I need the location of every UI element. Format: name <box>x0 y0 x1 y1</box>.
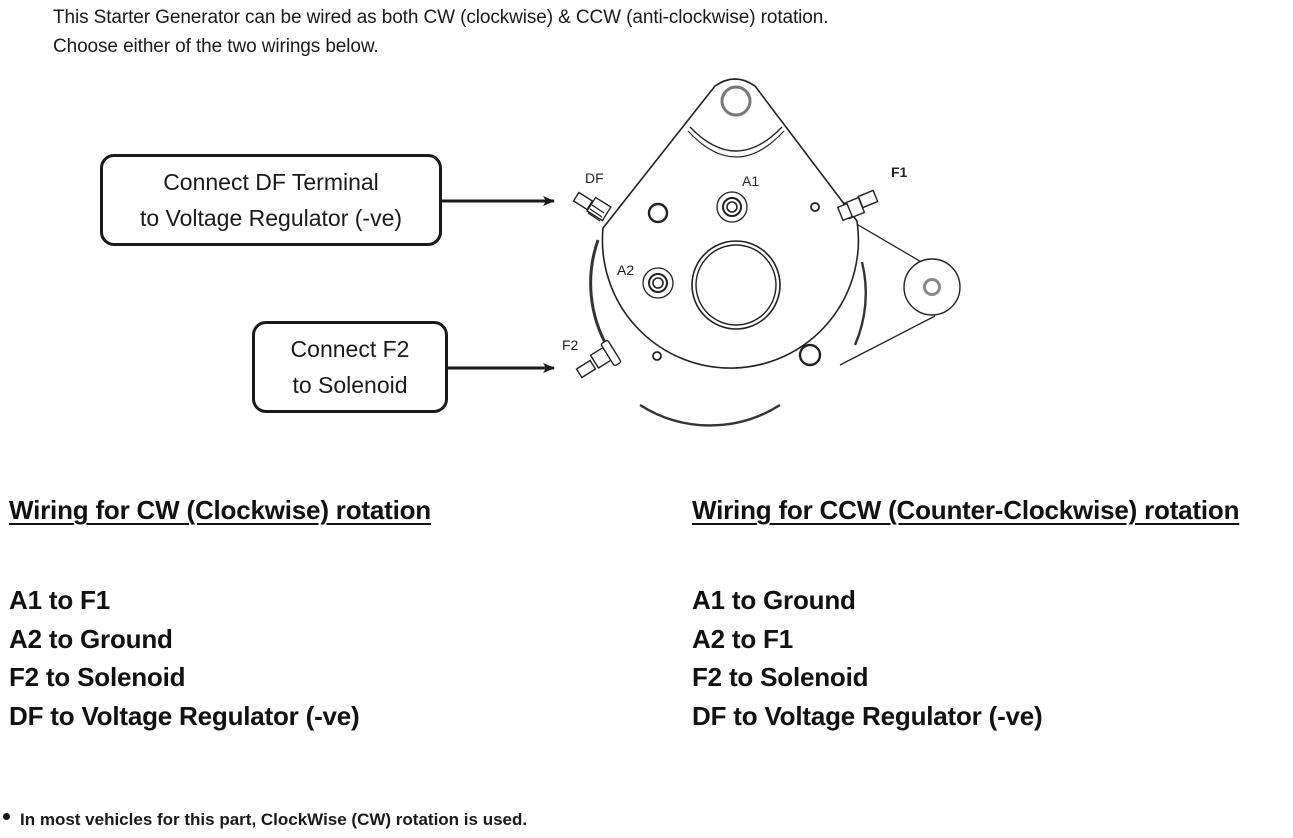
callout-f2-terminal: Connect F2 to Solenoid <box>252 321 448 413</box>
cw-wiring-list: A1 to F1 A2 to Ground F2 to Solenoid DF … <box>9 581 360 735</box>
label-a2: A2 <box>617 262 634 278</box>
intro-line-1: This Starter Generator can be wired as b… <box>53 7 829 28</box>
ccw-item: F2 to Solenoid <box>692 662 869 692</box>
bullet-icon <box>3 813 10 820</box>
terminal-a1 <box>716 191 748 223</box>
terminal-f2 <box>575 339 622 379</box>
generator-housing <box>589 78 961 427</box>
label-f1: F1 <box>891 164 908 180</box>
callout-df-line-2: to Voltage Regulator (-ve) <box>139 205 403 231</box>
cw-item: A2 to Ground <box>9 623 173 654</box>
label-df: DF <box>585 170 604 186</box>
cw-item: A1 to F1 <box>9 585 110 615</box>
terminal-a2 <box>642 267 674 299</box>
cw-wiring-section: Wiring for CW (Clockwise) rotation A1 to… <box>9 495 431 731</box>
callout-df-line-1: Connect DF Terminal <box>163 169 379 195</box>
ccw-item: A1 to Ground <box>692 585 856 615</box>
terminal-f1 <box>836 189 879 222</box>
ccw-item: DF to Voltage Regulator (-ve) <box>692 700 1043 731</box>
ccw-wiring-list: A1 to Ground A2 to F1 F2 to Solenoid DF … <box>692 581 1043 735</box>
ccw-wiring-section: Wiring for CCW (Counter-Clockwise) rotat… <box>692 495 1240 731</box>
cw-item: DF to Voltage Regulator (-ve) <box>9 700 360 731</box>
footnote-text: In most vehicles for this part, ClockWis… <box>20 810 528 829</box>
intro-line-2: Choose either of the two wirings below. <box>53 36 379 57</box>
intro-text: This Starter Generator can be wired as b… <box>53 3 829 61</box>
callout-df-terminal: Connect DF Terminal to Voltage Regulator… <box>100 154 442 246</box>
terminal-df <box>572 191 612 222</box>
cw-heading: Wiring for CW (Clockwise) rotation <box>9 495 431 525</box>
ccw-heading: Wiring for CCW (Counter-Clockwise) rotat… <box>692 495 1240 525</box>
callout-f2-line-2: to Solenoid <box>292 372 408 398</box>
footnote: In most vehicles for this part, ClockWis… <box>3 810 527 830</box>
label-a1: A1 <box>742 173 759 189</box>
label-f2: F2 <box>562 337 579 353</box>
ccw-item: A2 to F1 <box>692 623 793 654</box>
cw-item: F2 to Solenoid <box>9 662 186 692</box>
callout-f2-line-1: Connect F2 <box>290 336 410 362</box>
